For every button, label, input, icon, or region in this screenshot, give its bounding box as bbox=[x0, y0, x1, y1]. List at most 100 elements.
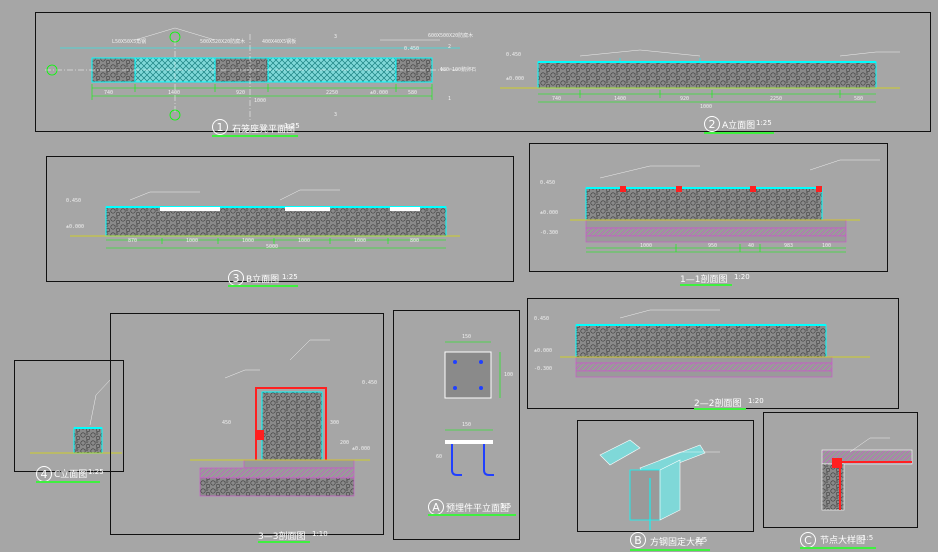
sect-1-dim: 983 bbox=[784, 243, 794, 249]
elevation-b-drawing bbox=[70, 189, 460, 249]
title-underline bbox=[694, 408, 746, 410]
detail-c-title: 节点大样图 bbox=[820, 536, 866, 546]
plan-title: 石笼座凳平面图 bbox=[232, 125, 296, 135]
plan-dim: 920 bbox=[236, 90, 246, 96]
detail-c-drawing bbox=[821, 437, 913, 511]
sect-1-level: -0.300 bbox=[540, 230, 559, 236]
detail-b-scale: 1:5 bbox=[696, 536, 708, 544]
elev-a-dim: 740 bbox=[552, 96, 562, 102]
plan-dim: 740 bbox=[104, 90, 114, 96]
plan-note: Φ80~100鹅卵石 bbox=[440, 67, 477, 73]
elev-a-total: 1000 bbox=[700, 104, 713, 110]
plan-scale: 1:25 bbox=[284, 122, 300, 130]
plan-dim: 2250 bbox=[326, 90, 339, 96]
elevation-c-drawing bbox=[30, 379, 122, 454]
title-number: 1 bbox=[212, 119, 228, 135]
sect-2-level: -0.300 bbox=[534, 366, 553, 372]
elev-b-dim: 870 bbox=[128, 238, 138, 244]
detail-a-scale: 1:5 bbox=[500, 502, 512, 510]
sect-3-level: 0.450 bbox=[362, 380, 378, 386]
sect-2-level: ±0.000 bbox=[534, 348, 553, 354]
elev-b-total: 5000 bbox=[266, 244, 279, 250]
section-marker: 3 bbox=[334, 34, 338, 40]
title-number: A bbox=[428, 499, 444, 515]
detail-a-dim: 100 bbox=[504, 372, 514, 378]
elev-b-level-top: 0.450 bbox=[66, 198, 82, 204]
plan-total-dim: 1000 bbox=[254, 98, 267, 104]
title-underline bbox=[680, 284, 732, 286]
plan-note: 400X40X5钢板 bbox=[262, 39, 297, 45]
section-marker: 3 bbox=[334, 112, 338, 118]
detail-a-frame bbox=[393, 310, 520, 540]
sect-3-dim: 450 bbox=[222, 420, 232, 426]
elev-c-title: C立面图 bbox=[54, 470, 88, 480]
elev-a-level-top: 0.450 bbox=[506, 52, 522, 58]
sect-1-dim: 100 bbox=[822, 243, 832, 249]
sect-1-scale: 1:20 bbox=[734, 273, 750, 281]
title-underline bbox=[630, 549, 710, 551]
elevation-c-frame bbox=[14, 360, 124, 472]
elev-b-scale: 1:25 bbox=[282, 273, 298, 281]
detail-a-dim: 150 bbox=[462, 422, 472, 428]
elev-b-level: ±0.000 bbox=[66, 224, 85, 230]
sect-2-scale: 1:20 bbox=[748, 397, 764, 405]
plan-drawing bbox=[45, 27, 460, 121]
elev-a-dim: 2250 bbox=[770, 96, 783, 102]
detail-a-drawing bbox=[444, 341, 501, 476]
section-marker: 1 bbox=[448, 96, 452, 102]
title-underline bbox=[212, 135, 298, 137]
elev-a-title: A立面图 bbox=[722, 121, 756, 131]
sect-2-level: 0.450 bbox=[534, 316, 550, 322]
elev-b-dim: 1000 bbox=[242, 238, 255, 244]
elev-a-scale: 1:25 bbox=[756, 119, 772, 127]
section-3-drawing bbox=[190, 339, 370, 497]
sect-1-dim: 950 bbox=[708, 243, 718, 249]
plan-note: 500X520X20防腐木 bbox=[200, 39, 246, 45]
elev-a-dim: 920 bbox=[680, 96, 690, 102]
title-number: 3 bbox=[228, 270, 244, 286]
elev-b-dim: 1000 bbox=[186, 238, 199, 244]
section-marker: 2 bbox=[448, 44, 452, 50]
sect-1-dim: 1000 bbox=[640, 243, 653, 249]
sect-3-dim: 200 bbox=[340, 440, 350, 446]
detail-c-scale: 1:5 bbox=[862, 534, 874, 542]
title-number: 2 bbox=[704, 116, 720, 132]
plan-note: L50X50X5角钢 bbox=[112, 39, 147, 45]
detail-b-title: 方钢固定大样 bbox=[650, 538, 705, 548]
title-underline bbox=[258, 541, 310, 543]
plan-level-top: 0.450 bbox=[404, 46, 420, 52]
elev-b-dim: 800 bbox=[410, 238, 420, 244]
plan-note: 600X500X20防腐木 bbox=[428, 33, 474, 39]
detail-c-frame bbox=[763, 412, 918, 528]
detail-b-frame bbox=[577, 420, 754, 532]
title-number: C bbox=[800, 532, 816, 548]
elev-b-dim: 1000 bbox=[298, 238, 311, 244]
detail-a-dim: 150 bbox=[462, 334, 472, 340]
sect-1-level: ±0.000 bbox=[540, 210, 559, 216]
detail-b-drawing bbox=[599, 439, 720, 530]
title-underline bbox=[36, 481, 100, 483]
elevation-b-frame bbox=[46, 156, 514, 282]
detail-a-title: 预埋件平立面图 bbox=[446, 504, 510, 514]
sect-3-title: 3—3剖面图 bbox=[258, 532, 306, 542]
section-1-drawing bbox=[570, 159, 880, 253]
title-underline bbox=[704, 132, 774, 134]
elev-c-scale: 1:25 bbox=[88, 468, 104, 476]
plan-level: ±0.000 bbox=[370, 90, 389, 96]
section-2-drawing bbox=[560, 309, 870, 378]
plan-dim: 580 bbox=[408, 90, 418, 96]
sect-3-scale: 1:10 bbox=[312, 530, 328, 538]
title-underline bbox=[428, 514, 516, 516]
title-number: 4 bbox=[36, 466, 52, 482]
title-number: B bbox=[630, 532, 646, 548]
title-underline bbox=[228, 285, 298, 287]
elevation-a-drawing bbox=[500, 49, 900, 103]
section-2-frame bbox=[527, 298, 899, 409]
sect-2-title: 2—2剖面图 bbox=[694, 399, 742, 409]
title-underline bbox=[800, 547, 876, 549]
sect-1-title: 1—1剖面图 bbox=[680, 275, 728, 285]
sect-3-dim: 300 bbox=[330, 420, 340, 426]
sect-1-level: 0.450 bbox=[540, 180, 556, 186]
